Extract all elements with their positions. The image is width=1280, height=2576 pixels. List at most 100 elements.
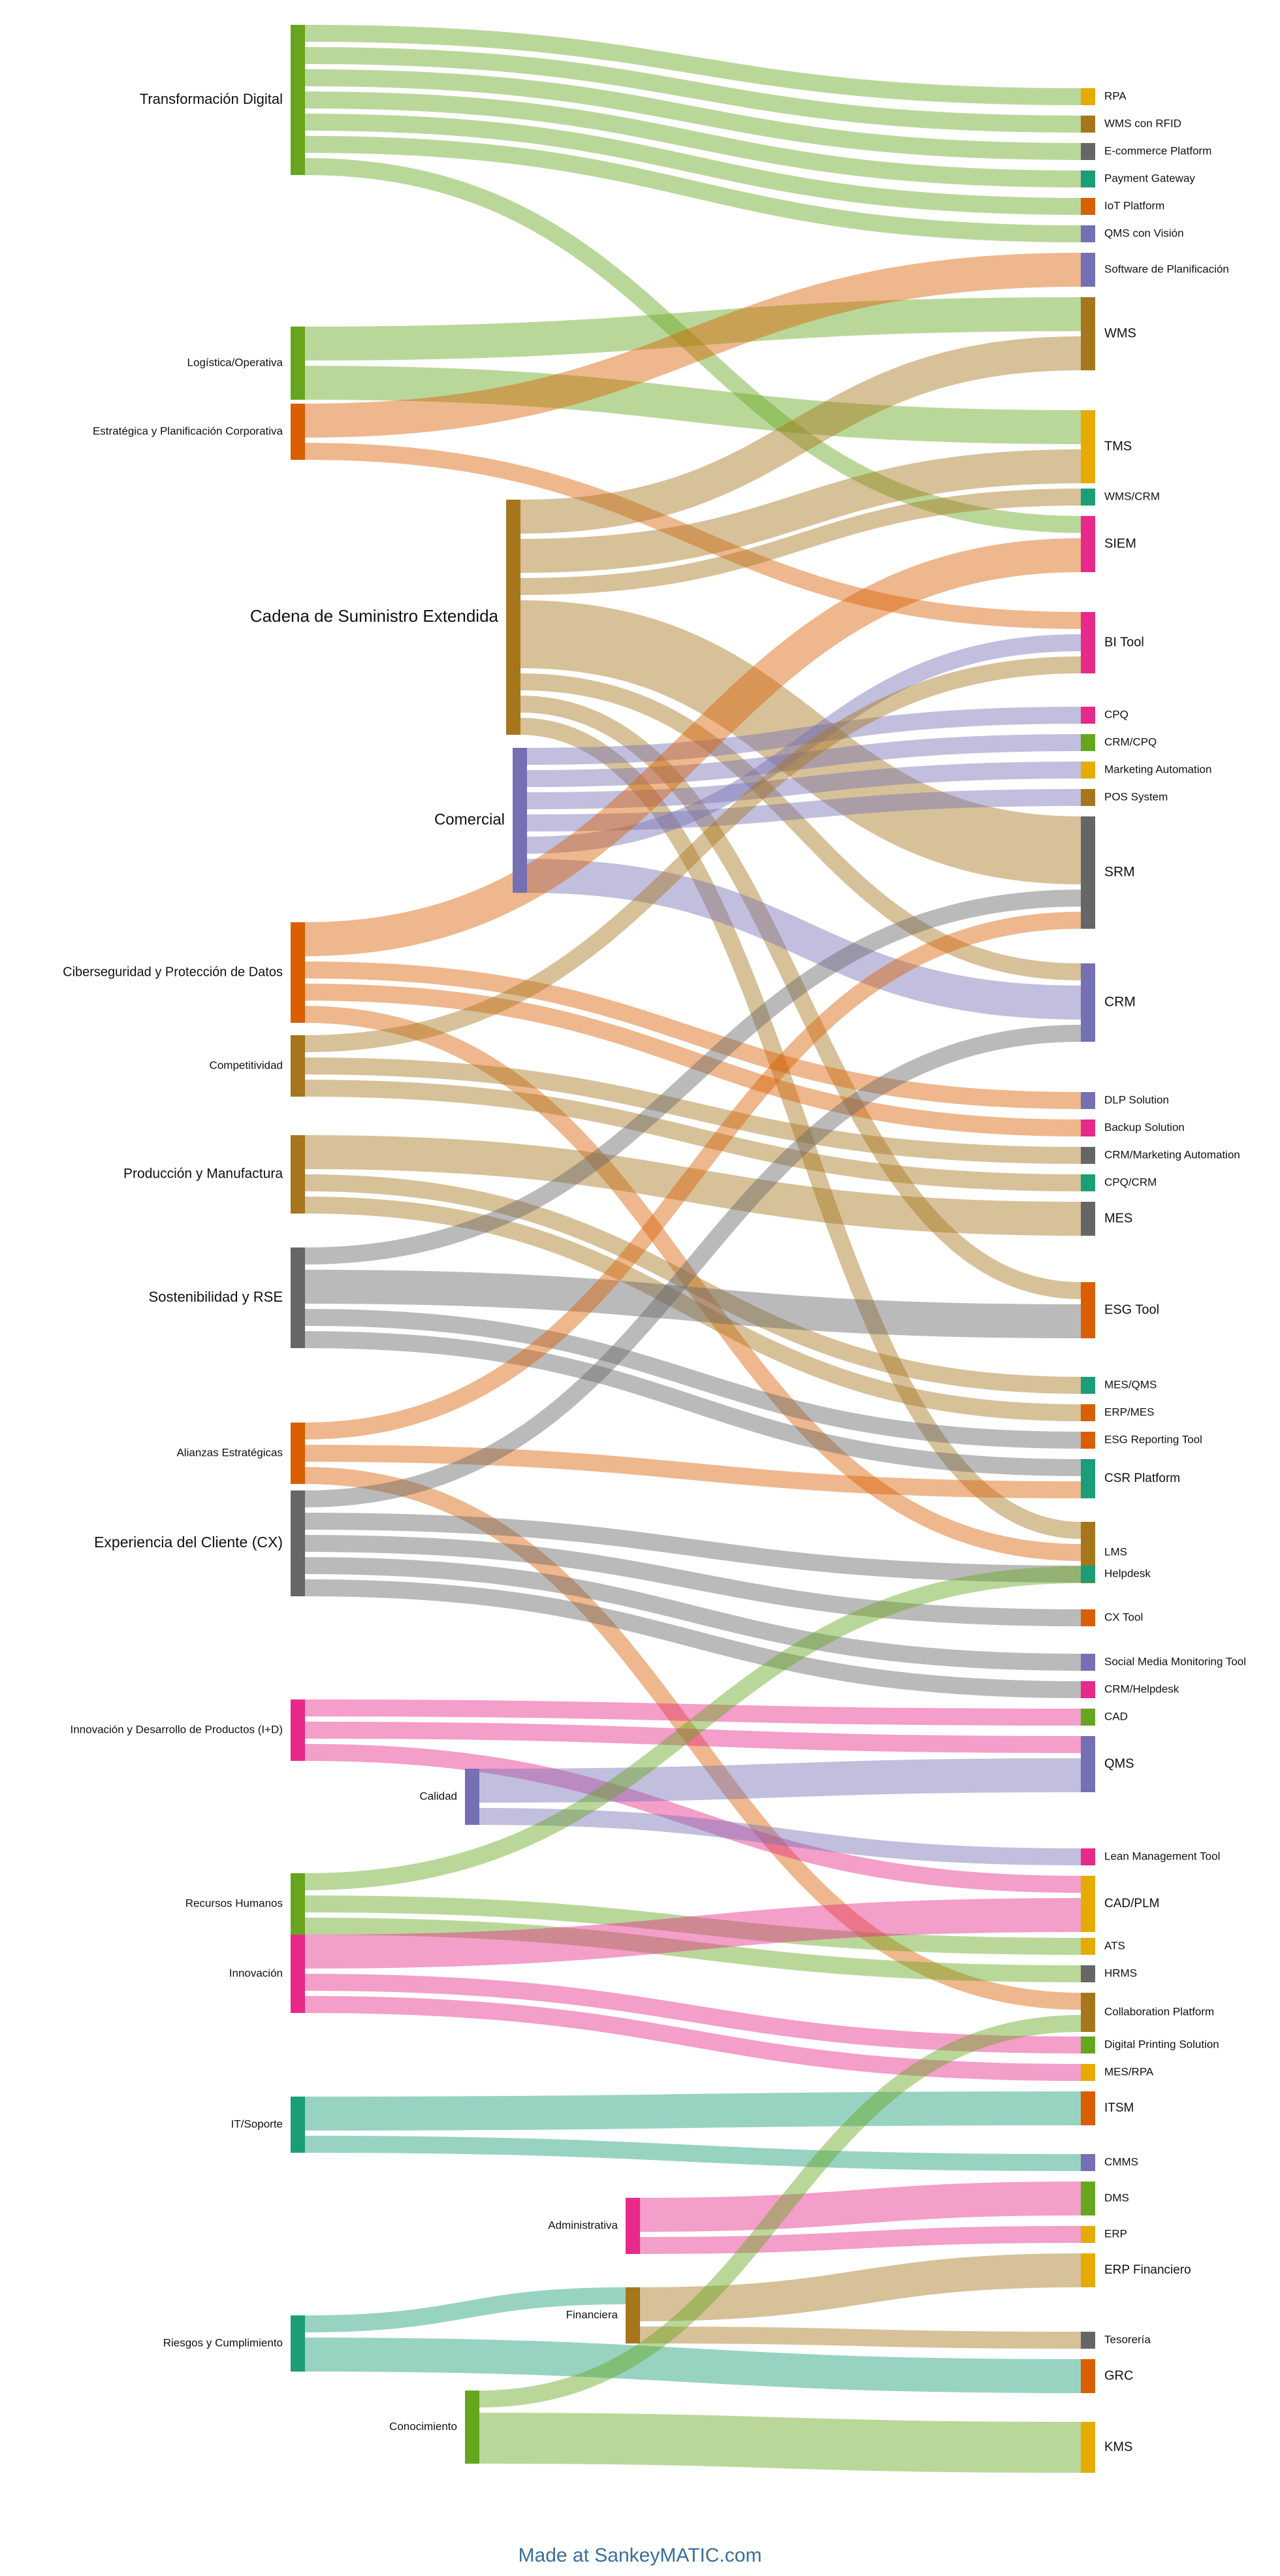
node-rh[interactable] [291, 1873, 305, 1935]
node-erpmes[interactable] [1081, 1404, 1095, 1421]
node-qmsv[interactable] [1081, 225, 1095, 242]
flow-fin-to-erpf[interactable] [639, 2253, 1081, 2321]
node-cpq[interactable] [1081, 707, 1095, 724]
node-mesrpa[interactable] [1081, 2064, 1095, 2081]
flow-com-to-crm[interactable] [526, 859, 1081, 1020]
flow-cad-to-crm[interactable] [520, 673, 1081, 980]
flow-td-to-siem[interactable] [304, 158, 1081, 533]
flow-td-to-wmsr[interactable] [304, 47, 1081, 133]
node-grc[interactable] [1081, 2359, 1095, 2393]
flow-td-to-iot[interactable] [304, 114, 1081, 215]
node-cmp[interactable] [291, 1035, 305, 1097]
flow-prod-to-erpmes[interactable] [304, 1197, 1081, 1421]
node-rc[interactable] [291, 2315, 305, 2372]
node-idp[interactable] [291, 1699, 305, 1761]
flow-est-to-splan[interactable] [304, 253, 1081, 438]
flow-cmp-to-bi[interactable] [304, 656, 1081, 1052]
node-bi[interactable] [1081, 612, 1095, 673]
flow-cx-to-cxt[interactable] [304, 1535, 1081, 1626]
node-tms[interactable] [1081, 410, 1095, 483]
node-cib[interactable] [291, 922, 305, 1023]
node-collab[interactable] [1081, 1993, 1095, 2032]
credit-text[interactable]: Made at SankeyMATIC.com [518, 2545, 762, 2566]
flow-cal-to-qms[interactable] [479, 1758, 1081, 1803]
flow-com-to-pos[interactable] [526, 789, 1081, 831]
flow-td-to-ecom[interactable] [304, 69, 1081, 160]
node-iot[interactable] [1081, 198, 1095, 215]
node-wms[interactable] [1081, 297, 1095, 370]
flow-cad-to-tms[interactable] [520, 449, 1081, 573]
flow-td-to-qmsv[interactable] [304, 136, 1081, 242]
flow-log-to-wms[interactable] [304, 297, 1081, 361]
flow-cx-to-crm[interactable] [304, 1025, 1081, 1507]
node-csr[interactable] [1081, 1459, 1095, 1498]
node-cadt[interactable] [1081, 1709, 1095, 1726]
node-mes[interactable] [1081, 1202, 1095, 1236]
flow-cib-to-siem[interactable] [304, 538, 1081, 956]
node-est[interactable] [291, 404, 305, 460]
flow-cmp-to-cpqcrm[interactable] [304, 1080, 1081, 1191]
flow-log-to-tms[interactable] [304, 366, 1081, 444]
flow-sos-to-esg[interactable] [304, 1270, 1081, 1338]
node-con[interactable] [465, 2391, 479, 2464]
flow-prod-to-mesqms[interactable] [304, 1174, 1081, 1394]
flow-inn-to-cadplm[interactable] [304, 1898, 1081, 1969]
node-help[interactable] [1081, 1566, 1095, 1583]
flow-est-to-bi[interactable] [304, 443, 1081, 629]
node-mkt[interactable] [1081, 762, 1095, 779]
flow-cad-to-esg[interactable] [520, 696, 1081, 1299]
flow-com-to-mkt[interactable] [526, 762, 1081, 809]
node-fin[interactable] [626, 2287, 640, 2343]
flow-sos-to-esgrep[interactable] [304, 1309, 1081, 1449]
flow-cad-to-wmscrm[interactable] [520, 489, 1081, 595]
flow-fin-to-tes[interactable] [639, 2326, 1081, 2349]
node-crmcpq[interactable] [1081, 734, 1095, 751]
node-kms[interactable] [1081, 2422, 1095, 2473]
flow-com-to-crmcpq[interactable] [526, 734, 1081, 787]
node-siem[interactable] [1081, 516, 1095, 572]
flow-td-to-pay[interactable] [304, 91, 1081, 187]
flow-it-to-itsm[interactable] [304, 2091, 1081, 2131]
node-bak[interactable] [1081, 1119, 1095, 1136]
flow-ali-to-srm[interactable] [304, 912, 1081, 1440]
node-smm[interactable] [1081, 1654, 1095, 1671]
node-td[interactable] [291, 25, 305, 175]
node-pay[interactable] [1081, 170, 1095, 187]
flow-cad-to-lms[interactable] [520, 718, 1081, 1539]
flow-rc-to-fin[interactable] [304, 2287, 626, 2332]
flow-sos-to-csr[interactable] [304, 1331, 1081, 1476]
node-mesqms[interactable] [1081, 1377, 1095, 1394]
flow-sos-to-srm[interactable] [304, 890, 1081, 1264]
flow-cx-to-smm[interactable] [304, 1557, 1081, 1671]
flow-inn-to-dps[interactable] [304, 1974, 1081, 2053]
flow-ali-to-csr[interactable] [304, 1445, 1081, 1498]
flow-cal-to-lean[interactable] [479, 1808, 1081, 1865]
flow-prod-to-mes[interactable] [304, 1135, 1081, 1236]
node-erpf[interactable] [1081, 2253, 1095, 2287]
flow-adm-to-dms[interactable] [639, 2182, 1081, 2232]
node-ecom[interactable] [1081, 143, 1095, 160]
flow-rh-to-hrms[interactable] [304, 1918, 1081, 1982]
node-cadplm[interactable] [1081, 1876, 1095, 1932]
node-inn[interactable] [291, 1935, 305, 2013]
node-lean[interactable] [1081, 1848, 1095, 1865]
node-cal[interactable] [465, 1769, 479, 1825]
node-prod[interactable] [291, 1135, 305, 1214]
flow-cib-to-lms[interactable] [304, 1006, 1081, 1561]
flow-it-to-cmms[interactable] [304, 2136, 1081, 2171]
node-esgrep[interactable] [1081, 1432, 1095, 1449]
node-cxt[interactable] [1081, 1609, 1095, 1626]
node-dms[interactable] [1081, 2182, 1095, 2215]
flow-rh-to-lms[interactable] [304, 1566, 1081, 1890]
flow-rc-to-grc[interactable] [304, 2338, 1081, 2393]
node-rpa[interactable] [1081, 88, 1095, 105]
node-itsm[interactable] [1081, 2091, 1095, 2125]
node-crmh[interactable] [1081, 1681, 1095, 1698]
flow-cib-to-bak[interactable] [304, 984, 1081, 1136]
node-esg[interactable] [1081, 1282, 1095, 1338]
node-cmms[interactable] [1081, 2154, 1095, 2171]
node-ats[interactable] [1081, 1938, 1095, 1955]
node-com[interactable] [513, 748, 527, 893]
node-crm[interactable] [1081, 963, 1095, 1042]
flow-idp-to-qms[interactable] [304, 1722, 1081, 1753]
